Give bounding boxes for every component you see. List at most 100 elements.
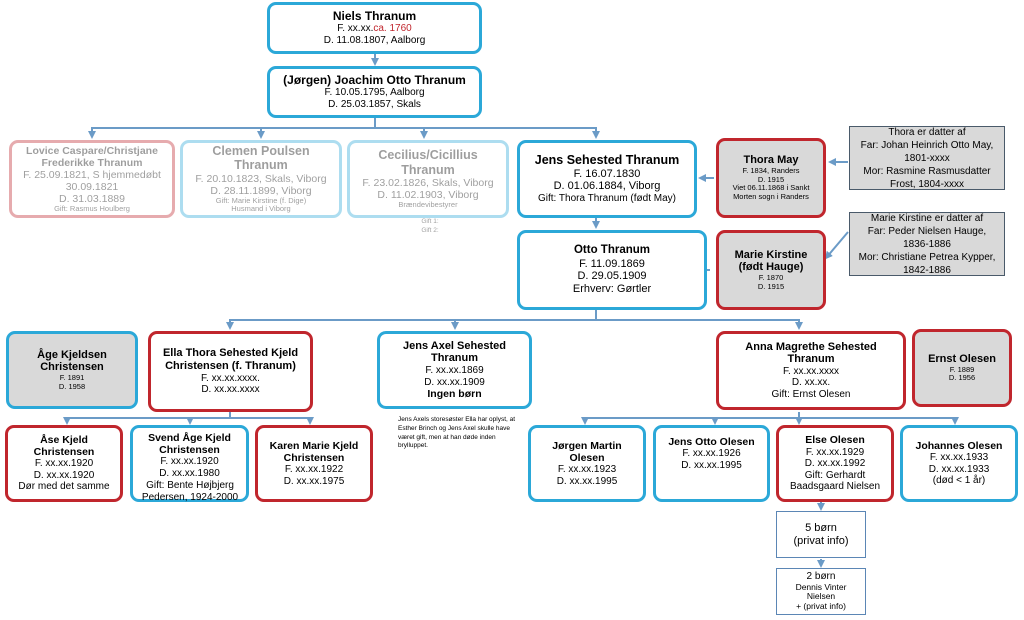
person-name: Johannes Olesen — [915, 440, 1003, 453]
thora-parents-note: Thora er datter af Far: Johan Heinrich O… — [849, 126, 1005, 190]
spouse-info: Gift: Gerhardt Baadsgaard Nielsen — [789, 469, 881, 493]
svend-spouse-info: Gift: Bente Højbjerg Pedersen, 1924-2000 — [141, 480, 239, 503]
birth-info: F. xx.xx.xxxx — [782, 365, 840, 377]
death-info: D. 01.06.1884, Viborg — [553, 180, 661, 193]
children-count: 2 børn — [806, 571, 836, 583]
person-jorgen-martin-olesen[interactable]: Jørgen Martin Olesen F. xx.xx.1923 D. xx… — [528, 425, 646, 502]
birth-info: F. 16.07.1830 — [573, 167, 641, 180]
children-count: 5 børn — [805, 521, 837, 534]
person-thora-may[interactable]: Thora May F. 1834, Randers D. 1915 Viet … — [716, 138, 826, 218]
person-name: Karen Marie Kjeld Christensen — [269, 439, 359, 464]
person-name: Lovice Caspare/Christjane Frederikke Thr… — [26, 144, 158, 169]
death-info: D. 29.05.1909 — [577, 270, 647, 283]
death-info: D. xx.xx. — [791, 377, 831, 389]
person-name: Cecilius/Cicillius Thranum — [378, 148, 478, 177]
person-ella-thora-christensen[interactable]: Ella Thora Sehested Kjeld Christensen (f… — [148, 331, 313, 412]
death-info: D. 28.11.1899, Viborg — [210, 184, 312, 197]
person-name: (Jørgen) Joachim Otto Thranum — [283, 72, 466, 87]
death-info: D. xx.xx.xxxx — [201, 384, 260, 396]
birth-info: F. 11.09.1869 — [579, 257, 645, 270]
person-clemen-thranum[interactable]: Clemen Poulsen Thranum F. 20.10.1823, Sk… — [180, 140, 342, 218]
death-info: D. xx.xx.1920 — [33, 469, 95, 481]
birth-info: F. xx.xx.xxxx. — [201, 372, 260, 384]
person-jens-otto-olesen[interactable]: Jens Otto Olesen F. xx.xx.1926 D. xx.xx.… — [653, 425, 770, 502]
two-children-box[interactable]: 2 børn Dennis Vinter Nielsen + (privat i… — [776, 568, 866, 615]
person-else-olesen[interactable]: Else Olesen F. xx.xx.1929 D. xx.xx.1992 … — [776, 425, 894, 502]
privacy-note: (privat info) — [793, 534, 849, 547]
occupation-info: Husmand i Viborg — [231, 204, 291, 214]
death-info: D. xx.xx.1909 — [424, 376, 485, 388]
birth-info: F. xx.xx.1920 — [34, 458, 94, 470]
person-name: Otto Thranum — [573, 244, 651, 257]
privacy-note: + (privat info) — [796, 601, 846, 612]
person-name: Niels Thranum — [332, 8, 417, 23]
person-name: Ella Thora Sehested Kjeld Christensen (f… — [162, 347, 299, 372]
child-name: Dennis Vinter Nielsen — [795, 581, 847, 602]
death-info: D. 11.02.1903, Viborg — [377, 189, 479, 202]
death-info: D. xx.xx.1995 — [556, 475, 618, 487]
person-cecilius-thranum[interactable]: Cecilius/Cicillius Thranum F. 23.02.1826… — [347, 140, 509, 218]
birth-info: F. xx.xx.1929 — [805, 446, 865, 458]
death-info: D. xx.xx.1992 — [804, 458, 866, 470]
spouse-info: Gift: Ernst Olesen — [771, 388, 851, 400]
birth-info: F. 1834, Randers — [742, 166, 800, 176]
birth-info: F. xx.xx.1926 — [682, 448, 741, 460]
birth-info: F. xx.xx.1923 — [557, 464, 617, 476]
person-aase-kjeld-christensen[interactable]: Åse Kjeld Christensen F. xx.xx.1920 D. x… — [5, 425, 123, 502]
person-name: Jens Sehested Thranum — [534, 153, 680, 168]
death-info: D. 25.03.1857, Skals — [328, 98, 421, 110]
marie-parents-note: Marie Kirstine er datter af Far: Peder N… — [849, 212, 1005, 276]
death-info: D. 1915 — [757, 281, 785, 291]
death-note: Dør med det samme — [18, 481, 110, 493]
person-marie-kirstine[interactable]: Marie Kirstine (født Hauge) F. 1870 D. 1… — [716, 230, 826, 310]
jens-axel-note: Jens Axels storesøster Ella har oplyst, … — [398, 416, 516, 450]
birth-info: F. xx.xx.ca. 1760 — [337, 23, 412, 35]
person-name: Svend Åge Kjeld Christensen — [148, 432, 231, 457]
spouse-info: Gift: Marie Kirstine (f. Dige) — [215, 195, 307, 205]
birth-info: F. 25.09.1821, S hjemmedøbt 30.09.1821 — [23, 168, 161, 193]
person-aage-kjeldsen-christensen[interactable]: Åge Kjeldsen Christensen F. 1891 D. 1958 — [6, 331, 138, 409]
five-children-box[interactable]: 5 børn (privat info) — [776, 511, 866, 558]
death-info: D. 31.03.1889 — [59, 192, 125, 205]
death-info: D. xx.xx.1980 — [159, 467, 220, 479]
cecilius-marriage-notes: Gift 1: Gift 2: — [421, 218, 439, 234]
person-otto-thranum[interactable]: Otto Thranum F. 11.09.1869 D. 29.05.1909… — [517, 230, 707, 310]
person-name: Åse Kjeld Christensen — [33, 434, 95, 459]
person-name: Else Olesen — [805, 434, 865, 447]
occupation-info: Erhverv: Gørtler — [572, 282, 652, 295]
birth-info: F. xx.xx.1922 — [284, 464, 344, 476]
person-name: Ernst Olesen — [928, 353, 996, 366]
person-name: Anna Magrethe Sehested Thranum — [745, 340, 877, 366]
death-info: D. 1915 — [757, 174, 785, 184]
person-name: Jørgen Martin Olesen — [552, 439, 622, 464]
birth-info: F. xx.xx.1933 — [929, 452, 989, 464]
person-lovice-thranum[interactable]: Lovice Caspare/Christjane Frederikke Thr… — [9, 140, 175, 218]
death-info: D. 1958 — [58, 381, 86, 391]
death-info: D. 1956 — [948, 373, 976, 383]
person-joachim-thranum[interactable]: (Jørgen) Joachim Otto Thranum F. 10.05.1… — [267, 66, 482, 118]
person-name: Jens Axel Sehested Thranum — [403, 339, 506, 365]
death-info: D. 11.08.1807, Aalborg — [323, 34, 426, 46]
children-info: Ingen børn — [427, 388, 482, 401]
person-jens-axel-thranum[interactable]: Jens Axel Sehested Thranum F. xx.xx.1869… — [377, 331, 532, 409]
person-johannes-olesen[interactable]: Johannes Olesen F. xx.xx.1933 D. xx.xx.1… — [900, 425, 1018, 502]
person-karen-marie-christensen[interactable]: Karen Marie Kjeld Christensen F. xx.xx.1… — [255, 425, 373, 502]
person-niels-thranum[interactable]: Niels Thranum F. xx.xx.ca. 1760 D. 11.08… — [267, 2, 482, 54]
person-name: Jens Otto Olesen — [668, 436, 755, 448]
birth-info: F. xx.xx.1869 — [425, 365, 484, 377]
person-name: Marie Kirstine (født Hauge) — [734, 248, 808, 274]
person-jens-sehested-thranum[interactable]: Jens Sehested Thranum F. 16.07.1830 D. 0… — [517, 140, 697, 218]
person-ernst-olesen[interactable]: Ernst Olesen F. 1889 D. 1956 — [912, 329, 1012, 407]
spouse-info: Gift: Thora Thranum (født May) — [537, 193, 676, 205]
birth-info: F. 23.02.1826, Skals, Viborg — [362, 177, 494, 189]
person-anna-magrethe-thranum[interactable]: Anna Magrethe Sehested Thranum F. xx.xx.… — [716, 331, 906, 410]
death-note: (død < 1 år) — [932, 475, 986, 487]
marriage-info: Viet 06.11.1868 i Sankt Morten sogn i Ra… — [732, 183, 810, 201]
birth-info: F. 10.05.1795, Aalborg — [324, 87, 425, 99]
person-name: Åge Kjeldsen Christensen — [37, 348, 107, 374]
person-name: Clemen Poulsen Thranum — [212, 143, 310, 173]
death-info: D. xx.xx.1975 — [283, 475, 345, 487]
person-name: Thora May — [743, 154, 799, 167]
person-svend-aage-christensen[interactable]: Svend Åge Kjeld Christensen F. xx.xx.192… — [130, 425, 249, 502]
